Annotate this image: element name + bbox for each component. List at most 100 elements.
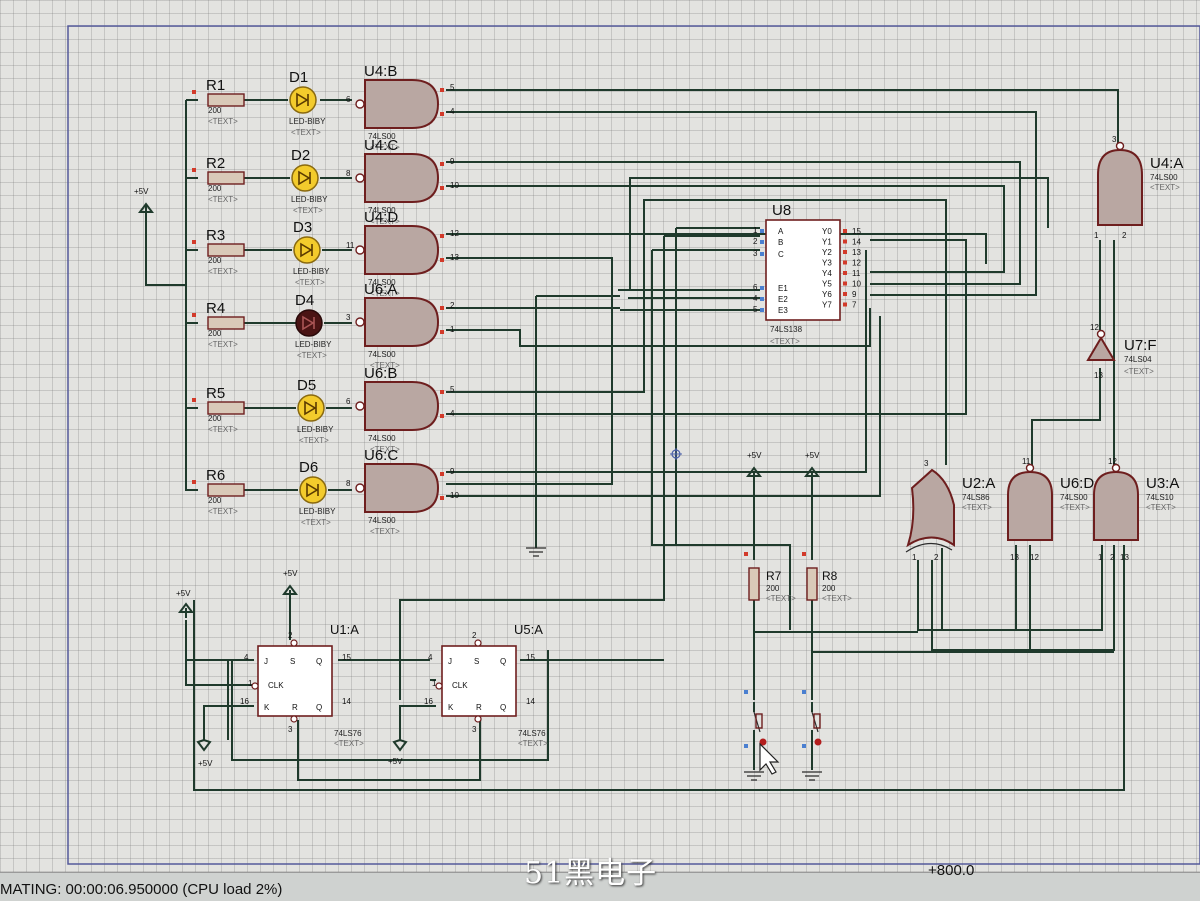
svg-text:13: 13 [450, 253, 459, 262]
svg-text:2: 2 [472, 631, 477, 640]
u8-output-y2: Y2 [822, 248, 832, 257]
gate-u7f[interactable]: U7:F 74LS04 <TEXT> 13 12 [1086, 323, 1157, 380]
svg-text:13: 13 [1010, 553, 1019, 562]
schematic-sheet[interactable]: +5V +5V +5V +5V +5V +5V +5V R1200<TEXT>R… [0, 0, 1200, 872]
svg-text:74LS76: 74LS76 [518, 729, 546, 738]
svg-text:R5: R5 [206, 385, 225, 402]
gate-u2a[interactable]: U2:A 74LS86 <TEXT> 3 1 2 [905, 459, 995, 562]
svg-text:U1:A: U1:A [330, 622, 359, 637]
svg-text:R6: R6 [206, 467, 225, 484]
svg-text:<TEXT>: <TEXT> [295, 278, 325, 287]
resistor-r8[interactable]: R8 200 <TEXT> [802, 552, 852, 603]
svg-text:<TEXT>: <TEXT> [301, 518, 331, 527]
svg-text:13: 13 [1094, 371, 1103, 380]
svg-text:74LS00: 74LS00 [368, 278, 396, 287]
svg-text:11: 11 [852, 269, 861, 278]
svg-text:2: 2 [450, 301, 455, 310]
pushbutton-2[interactable] [802, 690, 822, 748]
svg-text:8: 8 [346, 169, 351, 178]
svg-text:R: R [476, 703, 482, 712]
svg-text:13: 13 [852, 248, 861, 257]
svg-text:3: 3 [1112, 135, 1117, 144]
gate-u3a[interactable]: U3:A 74LS10 <TEXT> 12 1 2 13 [1093, 457, 1179, 562]
svg-text:3: 3 [472, 725, 477, 734]
u8-output-y7: Y7 [822, 301, 832, 310]
svg-text:LED-BIBY: LED-BIBY [295, 340, 332, 349]
svg-text:D1: D1 [289, 69, 308, 86]
u7f-ref: U7:F [1124, 337, 1157, 354]
svg-text:12: 12 [1108, 457, 1117, 466]
power-5v-ff-bottom: +5V [196, 738, 213, 768]
u8-input-b: B [778, 238, 783, 247]
svg-text:Q: Q [500, 703, 506, 712]
svg-text:200: 200 [822, 584, 836, 593]
svg-text:<TEXT>: <TEXT> [208, 340, 238, 349]
svg-text:<TEXT>: <TEXT> [1150, 183, 1180, 192]
svg-text:9: 9 [852, 290, 857, 299]
svg-text:K: K [448, 703, 454, 712]
svg-text:+5V: +5V [134, 187, 149, 196]
nand-gates: U4:B74LS00<TEXT>654U4:C74LS00<TEXT>8910U… [346, 63, 459, 536]
svg-text:12: 12 [1030, 553, 1039, 562]
svg-text:<TEXT>: <TEXT> [370, 445, 400, 454]
svg-text:S: S [290, 657, 295, 666]
ground-symbols [526, 547, 822, 781]
gate-u4a[interactable]: U4:A 74LS00 <TEXT> 3 1 2 [1094, 135, 1183, 240]
u8-input-e2: E2 [778, 295, 788, 304]
svg-text:R2: R2 [206, 155, 225, 172]
svg-text:<TEXT>: <TEXT> [518, 739, 548, 748]
svg-text:<TEXT>: <TEXT> [299, 436, 329, 445]
svg-text:LED-BIBY: LED-BIBY [291, 195, 328, 204]
svg-text:3: 3 [346, 313, 351, 322]
svg-text:LED-BIBY: LED-BIBY [299, 507, 336, 516]
svg-text:D6: D6 [299, 459, 318, 476]
resistor-r7[interactable]: R7 200 <TEXT> [744, 552, 796, 603]
u8-output-y1: Y1 [822, 238, 832, 247]
svg-text:4: 4 [753, 294, 758, 303]
resistors: R1200<TEXT>R2200<TEXT>R3200<TEXT>R4200<T… [192, 77, 245, 516]
svg-text:<TEXT>: <TEXT> [370, 143, 400, 152]
svg-text:Q: Q [316, 703, 322, 712]
svg-text:Q: Q [316, 657, 322, 666]
svg-text:200: 200 [208, 256, 222, 265]
svg-text:+5V: +5V [805, 451, 820, 460]
u4a-part: 74LS00 [1150, 173, 1178, 182]
svg-text:<TEXT>: <TEXT> [822, 594, 852, 603]
u8-text: <TEXT> [770, 337, 800, 346]
svg-text:16: 16 [424, 697, 433, 706]
svg-text:R8: R8 [822, 569, 838, 583]
svg-text:LED-BIBY: LED-BIBY [289, 117, 326, 126]
svg-text:R4: R4 [206, 300, 225, 317]
svg-text:16: 16 [240, 697, 249, 706]
resistor-r4[interactable]: R4 200 <TEXT> [192, 300, 245, 349]
svg-text:<TEXT>: <TEXT> [208, 117, 238, 126]
svg-text:<TEXT>: <TEXT> [208, 195, 238, 204]
status-bar: MATING: 00:00:06.950000 (CPU load 2%) [0, 872, 1200, 901]
svg-text:200: 200 [208, 329, 222, 338]
gate-u6d[interactable]: U6:D 74LS00 <TEXT> 11 13 12 [1007, 457, 1094, 562]
pushbutton-1[interactable] [744, 690, 767, 748]
